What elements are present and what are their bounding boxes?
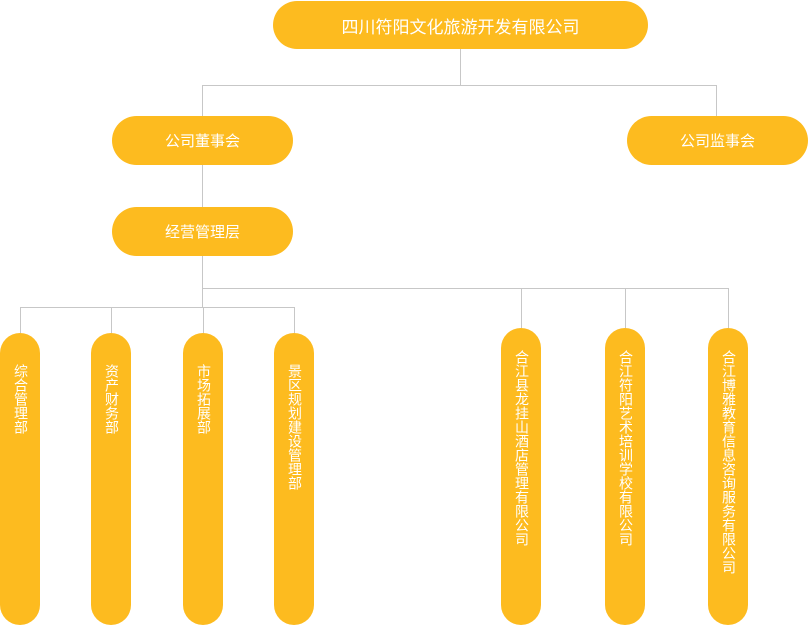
company-root-node: 四川符阳文化旅游开发有限公司 — [273, 1, 648, 49]
connector-to-subsidiary-1 — [521, 288, 522, 328]
management-node: 经营管理层 — [112, 207, 293, 256]
department-label: 景区规划建设管理部 — [286, 364, 302, 490]
subsidiary-label: 合江符阳艺术培训学校有限公司 — [617, 350, 633, 546]
subsidiary-label: 合江县龙挂山酒店管理有限公司 — [513, 350, 529, 546]
connector-management-down — [202, 256, 203, 307]
department-label: 市场拓展部 — [195, 364, 211, 434]
connector-to-dept-2 — [111, 307, 112, 333]
board-of-directors-label: 公司董事会 — [164, 132, 240, 150]
connector-to-dept-1 — [20, 307, 21, 333]
connector-to-subsidiary-2 — [625, 288, 626, 328]
department-node: 景区规划建设管理部 — [274, 333, 314, 625]
connector-root-down — [460, 48, 461, 85]
connector-level1-bar — [202, 85, 717, 86]
connector-to-board — [202, 85, 203, 116]
management-label: 经营管理层 — [164, 223, 240, 241]
department-label: 综合管理部 — [12, 364, 28, 434]
connector-to-dept-4 — [294, 307, 295, 333]
department-node: 市场拓展部 — [183, 333, 223, 625]
company-root-label: 四川符阳文化旅游开发有限公司 — [341, 17, 580, 38]
subsidiary-node: 合江县龙挂山酒店管理有限公司 — [501, 328, 541, 625]
connector-board-to-management — [202, 164, 203, 207]
subsidiary-node: 合江符阳艺术培训学校有限公司 — [605, 328, 645, 625]
connector-to-dept-3 — [203, 307, 204, 333]
connector-to-subsidiary-3 — [728, 288, 729, 328]
subsidiary-label: 合江博雅教育信息咨询服务有限公司 — [720, 350, 736, 574]
subsidiary-node: 合江博雅教育信息咨询服务有限公司 — [708, 328, 748, 625]
supervisory-board-node: 公司监事会 — [627, 116, 808, 165]
department-node: 资产财务部 — [91, 333, 131, 625]
department-node: 综合管理部 — [0, 333, 40, 625]
connector-subsidiary-bar — [202, 288, 729, 289]
supervisory-board-label: 公司监事会 — [679, 132, 755, 150]
department-label: 资产财务部 — [103, 364, 119, 434]
connector-to-supervisory — [716, 85, 717, 116]
board-of-directors-node: 公司董事会 — [112, 116, 293, 165]
connector-department-bar — [20, 307, 295, 308]
